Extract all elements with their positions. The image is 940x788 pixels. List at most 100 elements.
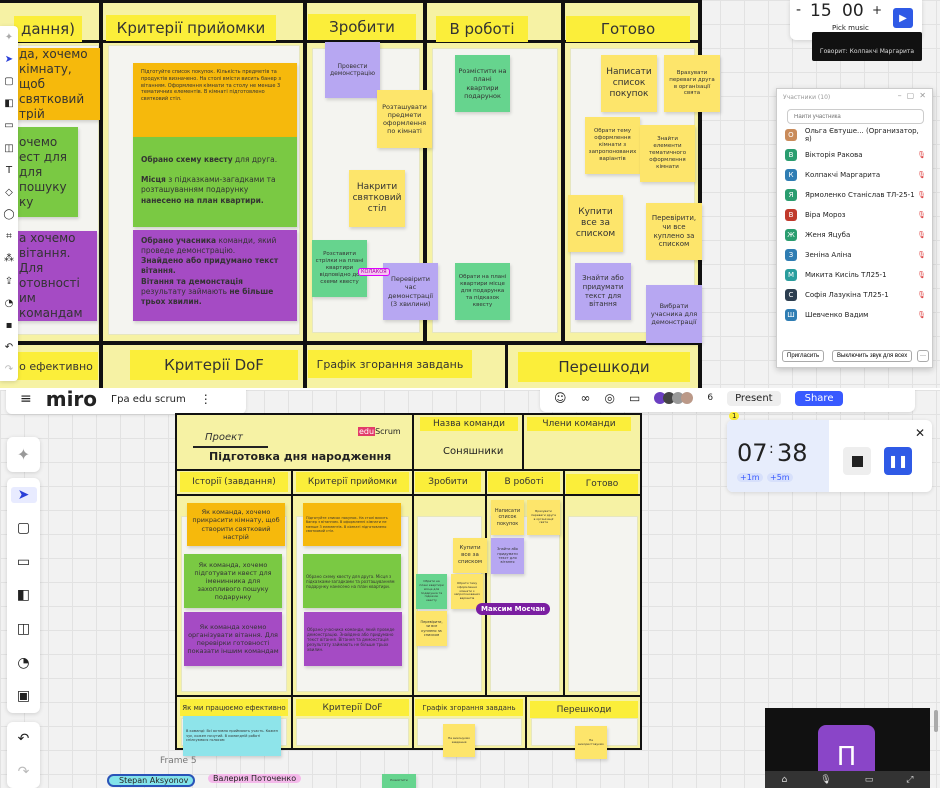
camera-off-icon[interactable]: ▭ xyxy=(864,774,874,785)
timer-pause-button[interactable]: ❚❚ xyxy=(884,447,912,475)
add-5-minutes-button[interactable]: +5m xyxy=(767,473,793,482)
more-button[interactable]: ··· xyxy=(917,350,929,362)
done-sticky[interactable]: Обрати тему оформлення кімнати з запропо… xyxy=(585,117,640,174)
board-name[interactable]: Гра edu scrum xyxy=(111,393,186,405)
video-icon[interactable]: ▭ xyxy=(629,391,641,405)
present-button[interactable]: Present xyxy=(727,390,781,406)
criteria-green[interactable]: Обрано схему квесту для друга. Місця з п… xyxy=(133,137,297,227)
timer-icon[interactable]: ◔ xyxy=(17,654,30,671)
card-icon[interactable]: ▭ xyxy=(16,553,31,570)
done-sticky[interactable]: Написати список покупок xyxy=(601,55,657,112)
timer-plus-button[interactable]: + xyxy=(872,3,883,17)
effective-sticky[interactable]: В команді: Всі активно приймають участь.… xyxy=(183,716,281,756)
microphone-icon[interactable]: 🎙 xyxy=(820,774,832,785)
criteria-sticky[interactable]: Підготуйте список покупок. На столі виси… xyxy=(303,503,401,546)
done-sticky[interactable]: Перевірити, чи все куплено за списком xyxy=(646,203,702,260)
sticky-note-icon[interactable]: ▢ xyxy=(16,520,31,537)
redo-icon[interactable]: ↷ xyxy=(4,364,14,376)
todo-sticky[interactable]: Перевірити час демонстрації (3 хвилини) xyxy=(383,263,438,320)
miro-logo[interactable]: miro xyxy=(45,390,98,411)
redo-icon[interactable]: ↷ xyxy=(17,763,30,780)
story-sticky[interactable]: Як команда хочемо організувати вітання. … xyxy=(184,612,282,666)
layout-icon[interactable]: ◫ xyxy=(4,142,14,154)
todo-sticky[interactable]: Розташувати предмети оформлення по кімна… xyxy=(377,90,432,148)
add-icon[interactable]: ▪ xyxy=(5,320,13,332)
select-cursor-icon[interactable]: ➤ xyxy=(10,486,37,503)
criteria-purple[interactable]: Обрано учасника команди, який проведе де… xyxy=(133,230,297,321)
inwork-sticky[interactable]: Врахувати переваги друга в організації с… xyxy=(527,500,560,535)
mention-icon[interactable]: ∞ xyxy=(580,391,591,405)
collaborator-count[interactable]: 6 xyxy=(707,393,714,403)
done-sticky[interactable]: Купити все за списком xyxy=(568,195,623,252)
window-controls[interactable]: – ▢ ✕ xyxy=(897,91,926,100)
timer-stop-button[interactable] xyxy=(843,447,871,475)
upload-icon[interactable]: ⇪ xyxy=(4,275,14,287)
comment-icon[interactable]: ◯ xyxy=(3,209,15,221)
inwork-sticky[interactable]: Обрати на плані квартири місце для подар… xyxy=(455,263,510,320)
collaborator-avatars[interactable] xyxy=(654,392,694,404)
ai-sparkle-icon[interactable]: ✦ xyxy=(16,445,31,464)
done-sticky[interactable]: Вибрати учасника для демонстрації xyxy=(646,285,702,343)
todo-sticky[interactable]: Накрити святковий стіл xyxy=(349,170,405,227)
timer-icon[interactable]: ◔ xyxy=(4,297,14,309)
todo-sticky[interactable]: Перевірити, чи все куплено за списком xyxy=(416,611,447,646)
share-button[interactable]: Share xyxy=(794,390,844,406)
shapes-icon[interactable]: ⁂ xyxy=(4,253,14,265)
card-icon[interactable]: ▭ xyxy=(4,120,14,132)
templates-icon[interactable]: ◧ xyxy=(16,587,31,604)
criteria-orange[interactable]: Підготуйте список покупок. Кількість пре… xyxy=(133,63,297,137)
templates-icon[interactable]: ◧ xyxy=(4,98,14,110)
todo-sticky[interactable]: Обрати на плані квартири місце для подар… xyxy=(416,574,447,609)
mute-all-button[interactable]: Выключить звук для всех xyxy=(832,350,913,362)
home-icon[interactable]: ⌂ xyxy=(781,774,788,785)
chat-icon[interactable]: ◎ xyxy=(604,391,615,405)
story-sticky[interactable]: да, хочемо кімнату, щоб святковий трій xyxy=(16,48,100,120)
select-cursor-icon[interactable]: ➤ xyxy=(4,53,14,65)
done-sticky[interactable]: Знайти елементи тематичного оформлення к… xyxy=(640,125,695,182)
frame-icon[interactable]: ⌗ xyxy=(6,231,12,243)
obstacles-sticky[interactable]: Не використовуємо xyxy=(575,726,607,759)
timer-minus-button[interactable]: - xyxy=(796,2,802,18)
hamburger-menu-icon[interactable]: ≡ xyxy=(20,391,32,407)
close-timer-icon[interactable]: ✕ xyxy=(915,426,926,440)
undo-icon[interactable]: ↶ xyxy=(17,730,30,747)
timer-play-button[interactable]: ▶ xyxy=(893,8,913,28)
sticky-note-icon[interactable]: ▢ xyxy=(4,75,14,87)
text-icon[interactable]: T xyxy=(5,164,13,176)
inwork-sticky[interactable]: Знайти або придумати текст для вітання xyxy=(491,538,524,574)
todo-sticky[interactable]: Купити все за списком xyxy=(453,538,487,573)
story-sticky[interactable]: Як команда, хочемо прикрасити кімнату, щ… xyxy=(187,503,285,546)
criteria-sticky[interactable]: Обрано схему квесту для друга. Місця з п… xyxy=(303,554,401,608)
add-icon[interactable]: ▣ xyxy=(16,688,31,705)
story-sticky[interactable]: Як команда, хочемо підготувати квест для… xyxy=(184,554,282,608)
invite-button[interactable]: Пригласить xyxy=(782,350,825,362)
ai-sparkle-icon[interactable]: ✦ xyxy=(4,31,14,43)
todo-sticky[interactable]: Провести демонстрацію xyxy=(325,42,380,98)
story-sticky[interactable]: а хочемо вітання. Для отовності им коман… xyxy=(16,231,97,321)
add-1-minute-button[interactable]: +1m xyxy=(737,473,763,482)
criteria-sticky[interactable]: Обрано учасника команди, який проведе де… xyxy=(304,612,402,666)
reactions-icon[interactable]: ☺ xyxy=(554,391,567,405)
layout-icon[interactable]: ◫ xyxy=(16,621,31,638)
burndown-sticky[interactable]: Не виконуємо завдання xyxy=(443,724,475,757)
pick-music-button[interactable]: Pick music xyxy=(832,24,869,32)
done-sticky[interactable]: Врахувати переваги друга в організації с… xyxy=(664,55,720,112)
expand-icon[interactable]: ⤢ xyxy=(906,774,914,785)
inwork-sticky[interactable]: Розмістити на плані квартири подарунок xyxy=(455,55,510,112)
sticky-note[interactable]: Розмістити xyxy=(382,774,416,788)
eraser-icon[interactable]: ◇ xyxy=(5,186,13,198)
participant-search-input[interactable] xyxy=(787,109,924,124)
todo-sticky[interactable]: Розставити стрілки на плані квартири від… xyxy=(312,240,367,297)
board-menu-button[interactable]: ⋮ xyxy=(199,392,212,406)
done-sticky[interactable]: Знайти або придумати текст для вітання xyxy=(575,263,631,320)
